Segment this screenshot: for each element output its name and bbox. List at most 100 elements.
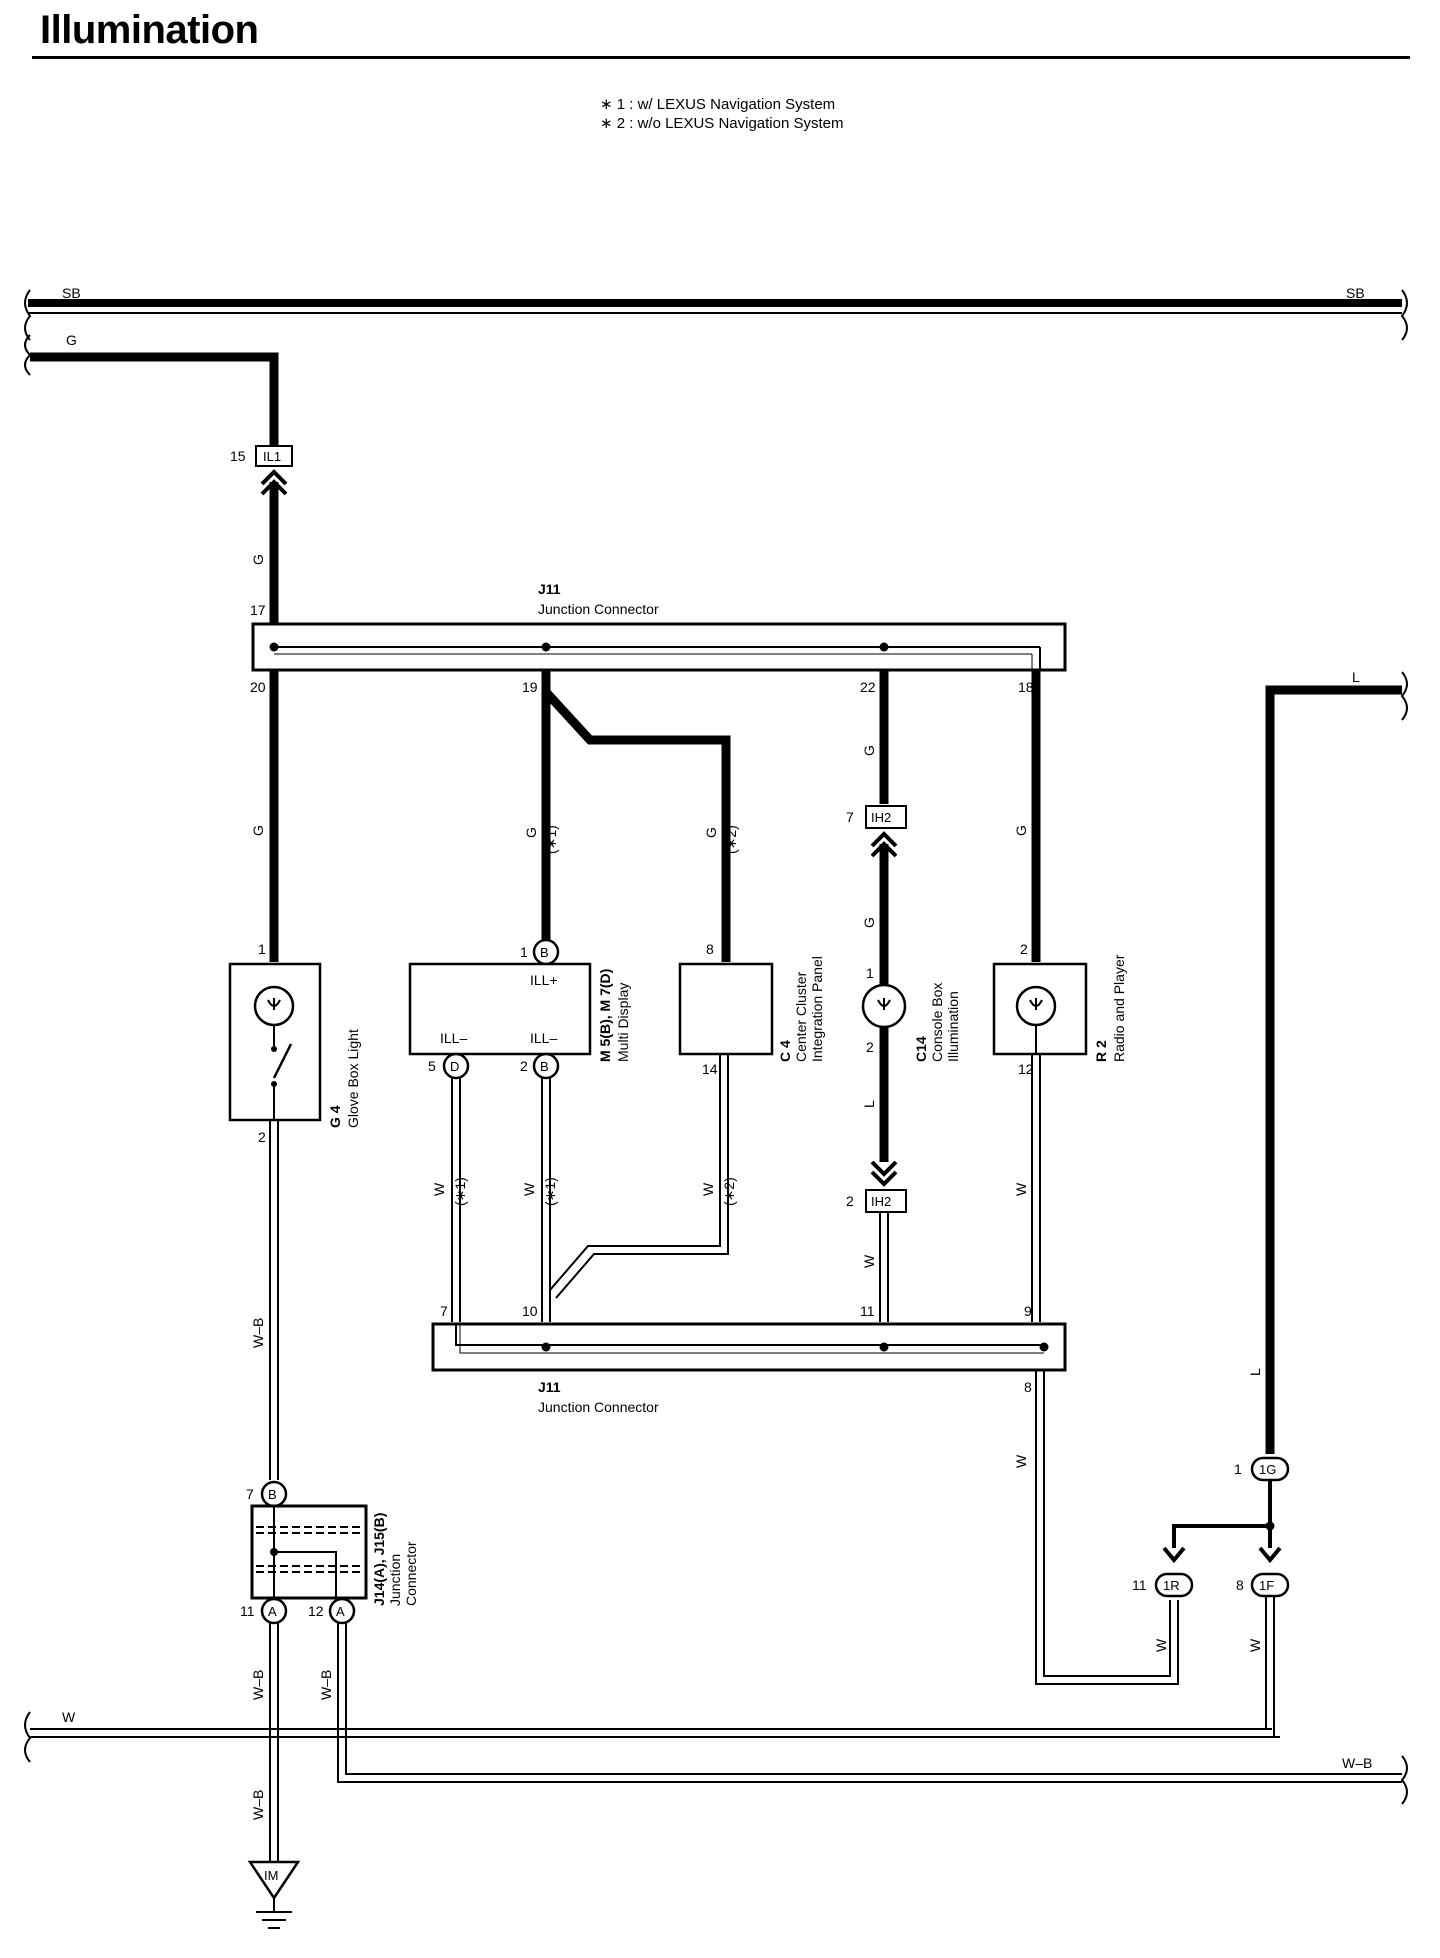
cc-pin-14: 14: [702, 1061, 718, 1077]
j14-name-1: Junction: [387, 1554, 403, 1606]
g-wire-label: G: [861, 917, 877, 928]
wb-wire-label: W–B: [250, 1670, 266, 1700]
j11-pin-18: 18: [1018, 679, 1034, 695]
glove-box-branch: G 1 G 4 Glove Box Light 2 W–B: [228, 670, 361, 1480]
g-wire-label: G: [523, 827, 539, 838]
il1-label: IL1: [263, 449, 281, 464]
console-name-1: Console Box: [929, 983, 945, 1062]
ih2-top-label: IH2: [871, 810, 891, 825]
j14-name-2: Connector: [403, 1541, 419, 1606]
j11b-pin-10: 10: [522, 1303, 538, 1319]
j11b-pin-9: 9: [1024, 1303, 1032, 1319]
console-code: C14: [913, 1036, 929, 1062]
title-rule: [32, 56, 1410, 59]
cc-code: C 4: [777, 1040, 793, 1062]
glove-pin-2: 2: [258, 1129, 266, 1145]
1f-pin: 8: [1236, 1577, 1244, 1593]
chevron-down-icon: [1258, 1546, 1282, 1564]
ih2-top-pin: 7: [846, 809, 854, 825]
radio-pin-12: 12: [1018, 1061, 1034, 1077]
sb-bus: SB SB: [24, 285, 1408, 341]
j11-bottom-code: J11: [538, 1379, 561, 1395]
w-wire-label: W: [861, 1254, 877, 1268]
w-bottom-label: W: [62, 1709, 76, 1725]
cc-name-2: Integration Panel: [809, 956, 825, 1062]
md-d-label: D: [450, 1059, 459, 1074]
w-wire-label: W: [521, 1182, 537, 1196]
note-1: ∗ 1 : w/ LEXUS Navigation System: [600, 96, 836, 113]
wb-wire-label: W–B: [250, 1318, 266, 1348]
md-b2-label: B: [540, 1059, 549, 1074]
sb-left-label: SB: [62, 285, 81, 301]
wb-wire-label: W–B: [318, 1670, 334, 1700]
j11b-pin-8: 8: [1024, 1379, 1032, 1395]
j11b-pin-7: 7: [440, 1303, 448, 1319]
note-2: ∗ 2 : w/o LEXUS Navigation System: [600, 115, 844, 132]
l-right-label: L: [1352, 669, 1360, 685]
console-box-branch: G IH2 7 G 1 C14 Console Box Illumination…: [846, 670, 961, 1322]
ih2-bottom-label: IH2: [871, 1194, 891, 1209]
g-wire-label: G: [250, 825, 266, 836]
l-right-branch: L L 1G 1 1R 11 1F 8 W W: [1132, 669, 1408, 1737]
j14-a-label-2: A: [336, 1604, 345, 1619]
1r-pin: 11: [1132, 1577, 1147, 1593]
j14-pin-11: 11: [240, 1603, 255, 1619]
w-wire-label: W: [1013, 1182, 1029, 1196]
ih2-bottom-pin: 2: [846, 1193, 854, 1209]
j14-pin-12: 12: [308, 1603, 324, 1619]
j11-pin-19: 19: [522, 679, 538, 695]
note1-label: (∗1): [452, 1177, 468, 1206]
sb-right-label: SB: [1346, 285, 1365, 301]
md-code: M 5(B), M 7(D): [597, 969, 613, 1062]
j14-j15-junction: B 7 J14(A), J15(B) Junction Connector A …: [240, 1480, 1402, 1862]
l-wire-label: L: [1247, 1368, 1263, 1376]
w-wire-label: W: [700, 1182, 716, 1196]
wb-wire-label: W–B: [250, 1790, 266, 1820]
md-pin-1: 1: [520, 944, 528, 960]
j11-pin-17: 17: [250, 602, 266, 618]
j11-top-name: Junction Connector: [538, 601, 659, 617]
1g-label: 1G: [1259, 1462, 1276, 1477]
ill-minus-a: ILL–: [440, 1030, 467, 1046]
g-wire-label: G: [1013, 825, 1029, 836]
g-wire-label: G: [861, 745, 877, 756]
console-pin-1: 1: [866, 965, 874, 981]
g-top-label: G: [66, 332, 77, 348]
j14-pin-7: 7: [246, 1486, 254, 1502]
multi-display-branch: G (∗1) G (∗2) B 1 ILL+ ILL– ILL– M 5(B),…: [408, 670, 739, 1322]
j11-pin-20: 20: [250, 679, 266, 695]
im-label: IM: [264, 1868, 278, 1883]
note2-label: (∗2): [723, 825, 739, 854]
note1-label: (∗1): [543, 825, 559, 854]
ill-plus: ILL+: [530, 972, 558, 988]
bus-break-left-icon: [24, 289, 32, 341]
1r-label: 1R: [1163, 1578, 1180, 1593]
wb-bottom-label: W–B: [1342, 1755, 1372, 1771]
radio-name: Radio and Player: [1111, 954, 1127, 1062]
switch-icon: [272, 1043, 293, 1079]
chevron-down-icon: [1162, 1546, 1186, 1564]
w-wire-label: W: [1013, 1454, 1029, 1468]
j11-top: J11 Junction Connector 17 20 19 22 18: [250, 581, 1067, 695]
chevron-down-icon: [870, 1160, 898, 1187]
j14-code: J14(A), J15(B): [371, 1513, 387, 1606]
w-wire-label: W: [1153, 1638, 1169, 1652]
console-pin-2: 2: [866, 1039, 874, 1055]
w-bottom-bus: W W–B: [24, 1709, 1408, 1805]
w-wire-label: W: [431, 1182, 447, 1196]
md-pin-2: 2: [520, 1058, 528, 1074]
j11-bottom-name: Junction Connector: [538, 1399, 659, 1415]
ill-minus-b: ILL–: [530, 1030, 557, 1046]
note1-label: (∗1): [542, 1177, 558, 1206]
g-top-wire: G: [24, 332, 279, 445]
w-wire-label: W: [1247, 1638, 1263, 1652]
1f-label: 1F: [1259, 1578, 1274, 1593]
radio-branch: G 2 R 2 Radio and Player 12 W: [992, 670, 1127, 1322]
cc-pin-8: 8: [706, 941, 714, 957]
il1-pin: 15: [230, 448, 246, 464]
glove-pin-1: 1: [258, 941, 266, 957]
radio-pin-2: 2: [1020, 941, 1028, 957]
cc-name-1: Center Cluster: [793, 971, 809, 1062]
console-name-2: Illumination: [945, 991, 961, 1062]
